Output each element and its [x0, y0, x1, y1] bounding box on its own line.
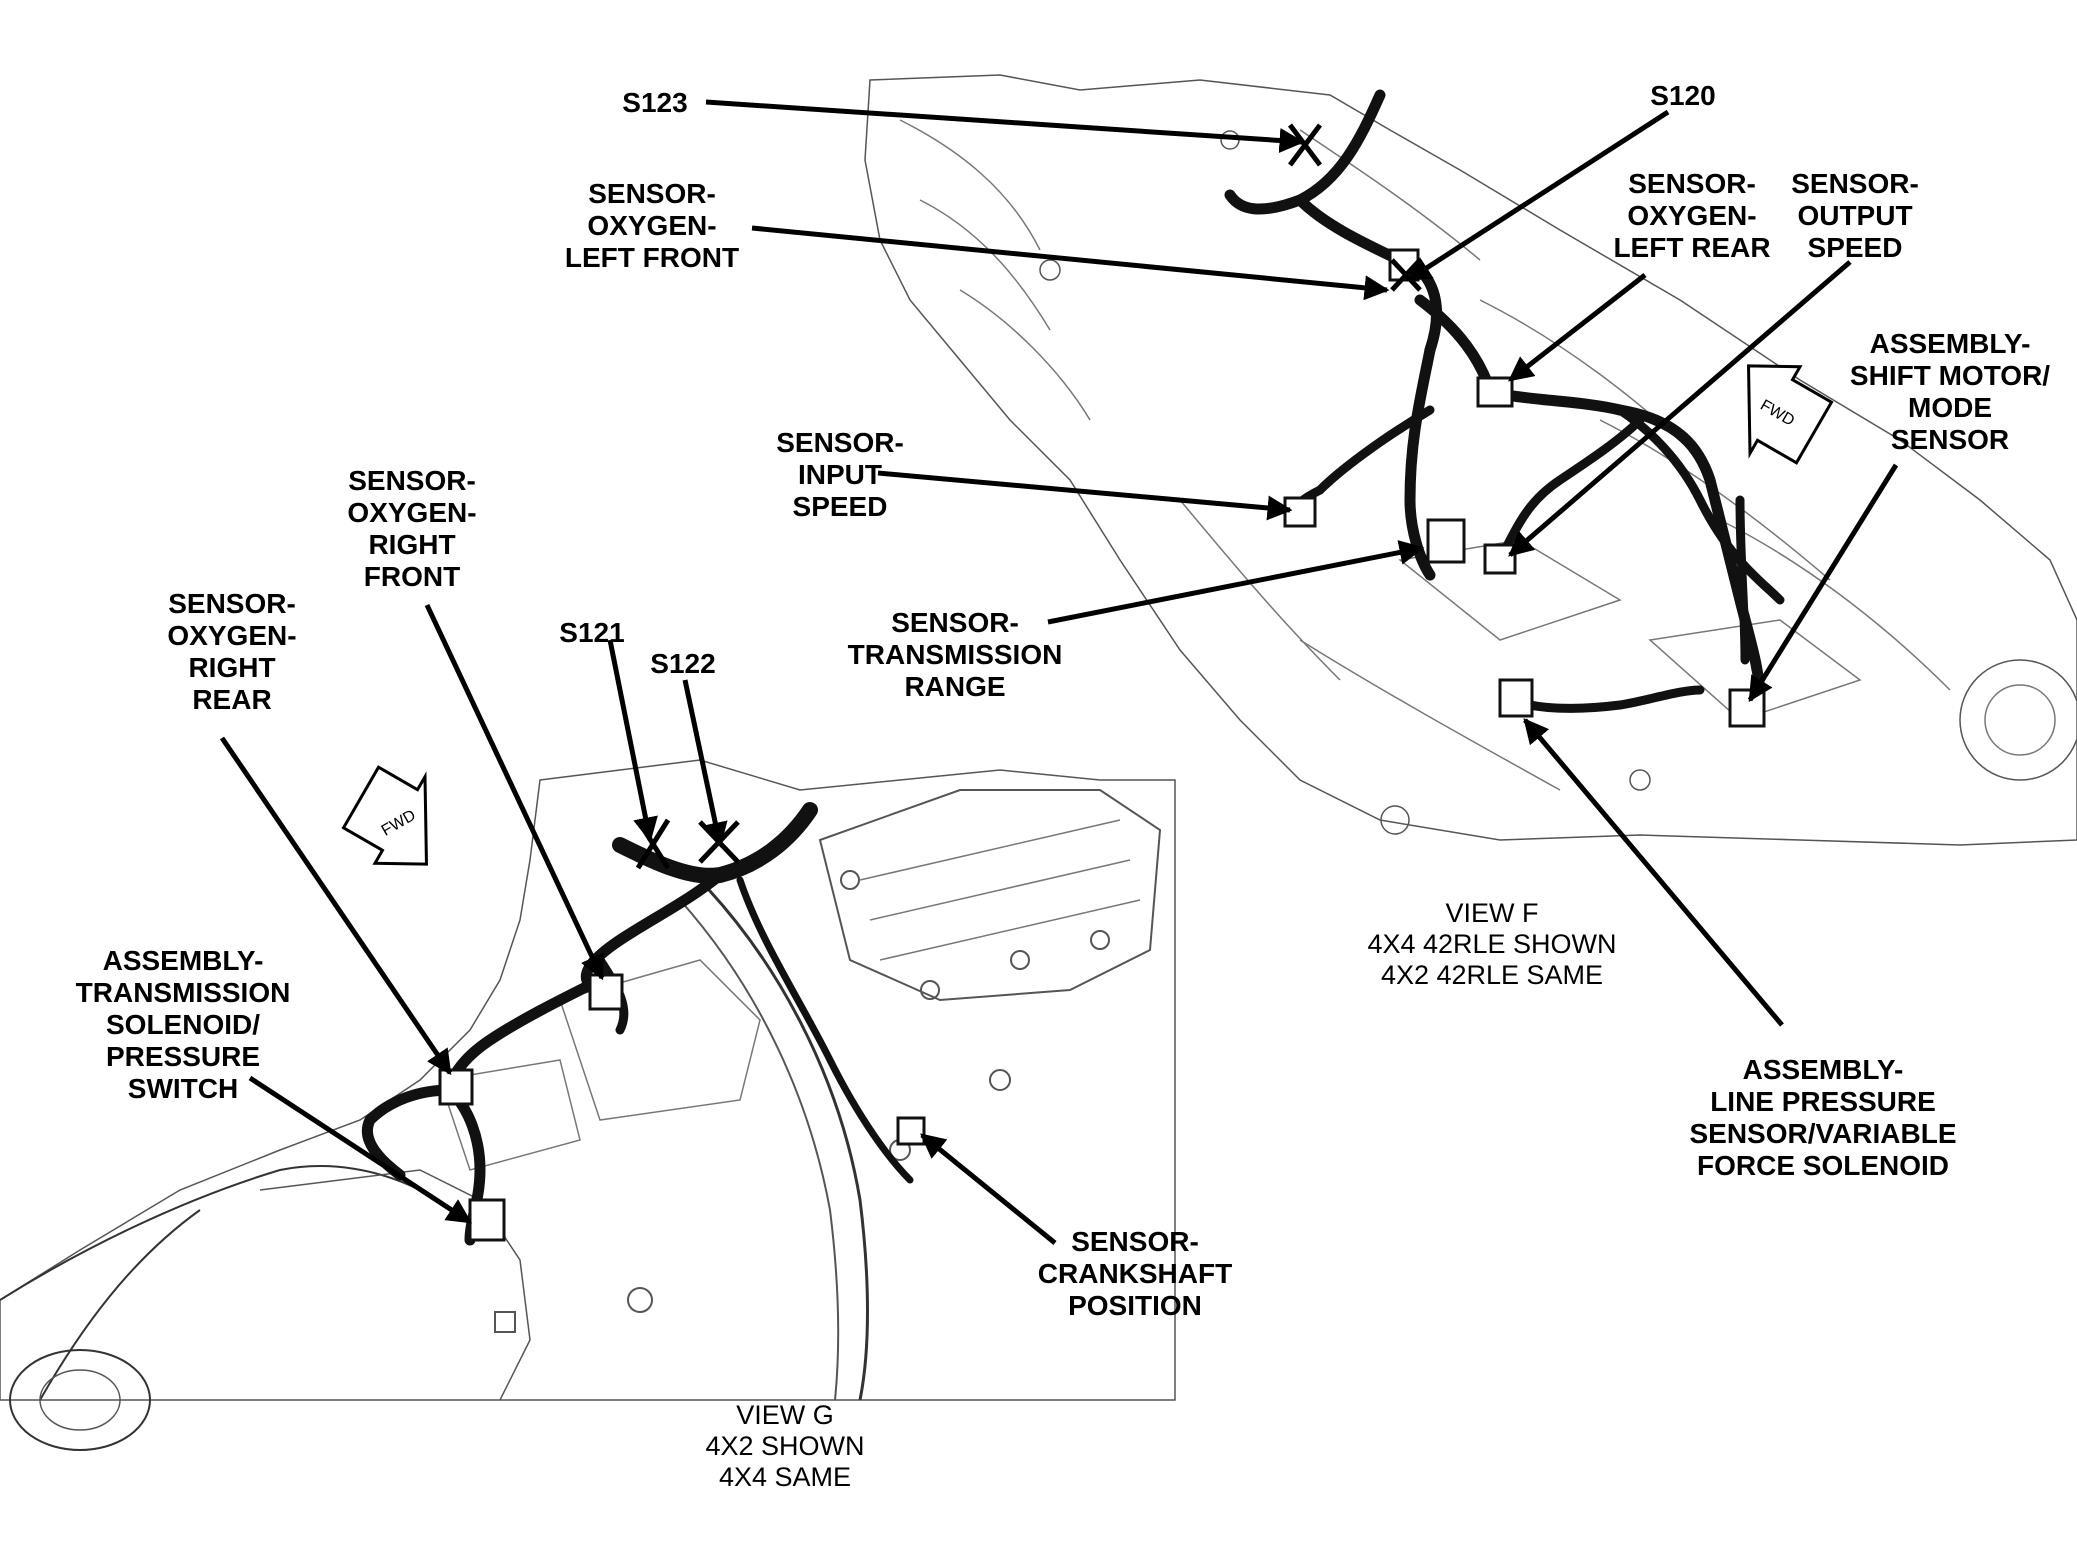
view-g-wiring-harness — [361, 802, 926, 1246]
label-line: SENSOR- — [1791, 168, 1919, 199]
label-line: TRANSMISSION — [847, 639, 1063, 670]
label-line: OXYGEN- — [1627, 200, 1757, 231]
label-line: MODE — [1908, 392, 1992, 423]
label-trans-solenoid: ASSEMBLY- TRANSMISSION SOLENOID/ PRESSUR… — [76, 945, 291, 1105]
leader-lines — [219, 99, 1899, 1245]
leader-s121 — [607, 639, 658, 843]
label-line: OXYGEN- — [347, 497, 477, 528]
label-line: SENSOR — [1890, 424, 2010, 455]
leader-crankshaft — [920, 1133, 1057, 1245]
leader-output-speed — [1508, 260, 1852, 557]
label-line: FRONT — [363, 561, 461, 592]
fwd-arrow-view-f: FWD — [1747, 364, 1834, 465]
label-s120: S120 — [1650, 80, 1716, 111]
label-line: REAR — [192, 684, 272, 715]
label-line: TRANSMISSION — [75, 977, 291, 1008]
leader-o2-left-rear — [1508, 273, 1647, 382]
label-s122: S122 — [650, 648, 716, 679]
label-line: OXYGEN- — [167, 620, 297, 651]
fwd-arrow-view-g: FWD — [341, 765, 428, 866]
label-line: POSITION — [1068, 1290, 1202, 1321]
leader-o2-left-front — [751, 225, 1390, 301]
leader-input-speed — [877, 470, 1293, 521]
caption-line: 4X2 SHOWN — [705, 1431, 865, 1461]
caption-line: VIEW F — [1445, 898, 1539, 928]
label-line: SENSOR- — [891, 607, 1019, 638]
label-s123: S123 — [622, 87, 688, 118]
leader-s122 — [682, 679, 728, 848]
label-o2-left-front: SENSOR- OXYGEN- LEFT FRONT — [565, 178, 739, 274]
view-f-caption: VIEW F 4X4 42RLE SHOWN 4X2 42RLE SAME — [1367, 898, 1616, 991]
label-line: SENSOR- — [1071, 1226, 1199, 1257]
caption-line: 4X4 SAME — [718, 1462, 852, 1492]
label-line: SENSOR- — [776, 427, 904, 458]
label-trans-range: SENSOR- TRANSMISSION RANGE — [848, 607, 1063, 703]
splice-mark-s123 — [1288, 123, 1322, 167]
label-line: SPEED — [792, 491, 888, 522]
caption-line: 4X4 42RLE SHOWN — [1367, 929, 1617, 959]
label-line: RIGHT — [188, 652, 276, 683]
label-line: RANGE — [904, 671, 1006, 702]
label-line: SWITCH — [127, 1073, 239, 1104]
label-o2-right-front: SENSOR- OXYGEN- RIGHT FRONT — [347, 465, 476, 593]
label-line: OXYGEN- — [587, 210, 717, 241]
label-output-speed: SENSOR- OUTPUT SPEED — [1791, 168, 1919, 264]
caption-line: VIEW G — [736, 1400, 834, 1430]
label-line: ASSEMBLY- — [1869, 328, 2031, 359]
leader-line-pressure — [1523, 718, 1784, 1027]
view-g-engine-drawing — [0, 759, 1176, 1451]
label-line: SHIFT MOTOR/ — [1849, 360, 2051, 391]
label-input-speed: SENSOR- INPUT SPEED — [776, 427, 904, 523]
label-shift-motor: ASSEMBLY- SHIFT MOTOR/ MODE SENSOR — [1850, 328, 2050, 456]
leader-shift-motor — [1747, 463, 1899, 703]
label-line: LEFT FRONT — [564, 242, 740, 273]
caption-line: 4X2 42RLE SAME — [1380, 960, 1604, 990]
label-line: FORCE SOLENOID — [1696, 1150, 1950, 1181]
leader-trans-range — [1047, 540, 1425, 625]
label-line: RIGHT — [368, 529, 456, 560]
label-o2-left-rear: SENSOR- OXYGEN- LEFT REAR — [1613, 168, 1770, 264]
label-line: ASSEMBLY- — [1742, 1054, 1904, 1085]
label-line: CRANKSHAFT — [1037, 1258, 1233, 1289]
leader-o2-right-rear — [219, 736, 453, 1076]
label-line-pressure: ASSEMBLY- LINE PRESSURE SENSOR/VARIABLE … — [1689, 1054, 1956, 1182]
label-line: SENSOR/VARIABLE — [1689, 1118, 1957, 1149]
label-line: SENSOR- — [168, 588, 296, 619]
view-g-caption: VIEW G 4X2 SHOWN 4X4 SAME — [705, 1400, 864, 1493]
label-line: SPEED — [1807, 232, 1903, 263]
label-o2-right-rear: SENSOR- OXYGEN- RIGHT REAR — [167, 588, 296, 716]
label-line: LEFT REAR — [1613, 232, 1771, 263]
label-line: OUTPUT — [1797, 200, 1913, 231]
label-line: SENSOR- — [348, 465, 476, 496]
leader-s120 — [1405, 109, 1670, 283]
view-f-wiring-harness — [1224, 89, 1785, 728]
leader-trans-solenoid — [248, 1075, 473, 1225]
label-line: SOLENOID/ — [105, 1009, 260, 1040]
label-crankshaft: SENSOR- CRANKSHAFT POSITION — [1038, 1226, 1232, 1322]
label-s121: S121 — [559, 617, 625, 648]
label-line: SENSOR- — [588, 178, 716, 209]
label-line: SENSOR- — [1628, 168, 1756, 199]
leader-s123 — [705, 99, 1305, 153]
view-f-engine-drawing — [864, 74, 2077, 846]
label-line: INPUT — [797, 459, 882, 490]
label-line: LINE PRESSURE — [1710, 1086, 1936, 1117]
label-line: ASSEMBLY- — [102, 945, 264, 976]
leader-o2-right-front — [424, 603, 605, 981]
label-line: PRESSURE — [105, 1041, 261, 1072]
